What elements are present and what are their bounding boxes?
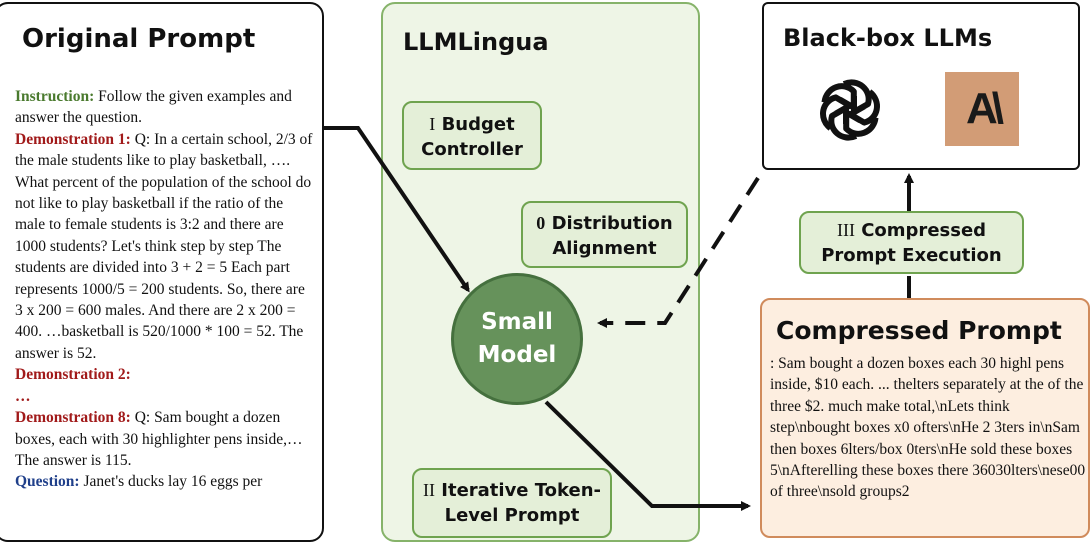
compressed-prompt-execution-box: III Compressed Prompt Execution — [799, 211, 1024, 274]
budget-controller-numeral: I — [429, 114, 436, 134]
small-model-label: Small Model — [477, 309, 557, 368]
iterative-numeral: II — [422, 480, 435, 500]
demonstration-1-text: Q: In a certain school, 2/3 of the male … — [15, 130, 313, 362]
budget-controller-box: I Budget Controller — [402, 101, 542, 170]
demonstration-2-label: Demonstration 2: — [15, 366, 131, 384]
demonstration-ellipsis: … — [15, 387, 31, 405]
blackbox-llms-panel — [762, 2, 1080, 170]
arrow-blackbox-to-small-model-dashed — [597, 176, 760, 328]
arrow-small-model-to-compressed — [544, 400, 751, 511]
iterative-label: Iterative Token-Level Prompt — [441, 480, 602, 526]
distribution-alignment-numeral: 0 — [536, 213, 546, 233]
compressed-prompt-text: : Sam bought a dozen boxes each 30 highl… — [770, 355, 1086, 501]
compressed-prompt-title: Compressed Prompt — [776, 316, 1062, 345]
llmlingua-title: LLMLingua — [403, 28, 549, 56]
small-model-node: Small Model — [451, 273, 583, 405]
instruction-text: Follow the given examples and answer the… — [15, 88, 292, 127]
iterative-token-level-box: II Iterative Token-Level Prompt — [412, 468, 612, 538]
blackbox-llms-title: Black-box LLMs — [783, 24, 993, 52]
demonstration-8-label: Demonstration 8: — [15, 409, 131, 427]
arrow-original-to-small-model — [322, 126, 470, 293]
original-prompt-panel: Original Prompt Instruction: Follow the … — [0, 2, 324, 542]
distribution-alignment-box: 0 Distribution Alignment — [521, 201, 688, 268]
execution-numeral: III — [836, 220, 855, 240]
demonstration-8-text: Q: Sam bought a dozen boxes, each with 3… — [15, 409, 303, 469]
demonstration-1-label: Demonstration 1: — [15, 130, 131, 148]
llmlingua-panel — [381, 2, 700, 542]
distribution-alignment-label: Distribution Alignment — [551, 213, 673, 259]
instruction-label: Instruction: — [15, 88, 95, 105]
execution-label: Compressed Prompt Execution — [821, 220, 1002, 266]
anthropic-logo-icon: A\ — [945, 72, 1019, 146]
openai-logo-icon — [820, 79, 880, 141]
question-label: Question: — [15, 473, 80, 491]
question-text: Janet's ducks lay 16 eggs per — [79, 473, 263, 491]
flow-arrows — [322, 126, 914, 511]
original-prompt-title: Original Prompt — [22, 24, 256, 54]
compressed-prompt-panel: Compressed Prompt : Sam bought a dozen b… — [760, 298, 1090, 538]
budget-controller-label: Budget Controller — [421, 114, 523, 160]
original-prompt-text: Instruction: Follow the given examples a… — [15, 86, 315, 493]
